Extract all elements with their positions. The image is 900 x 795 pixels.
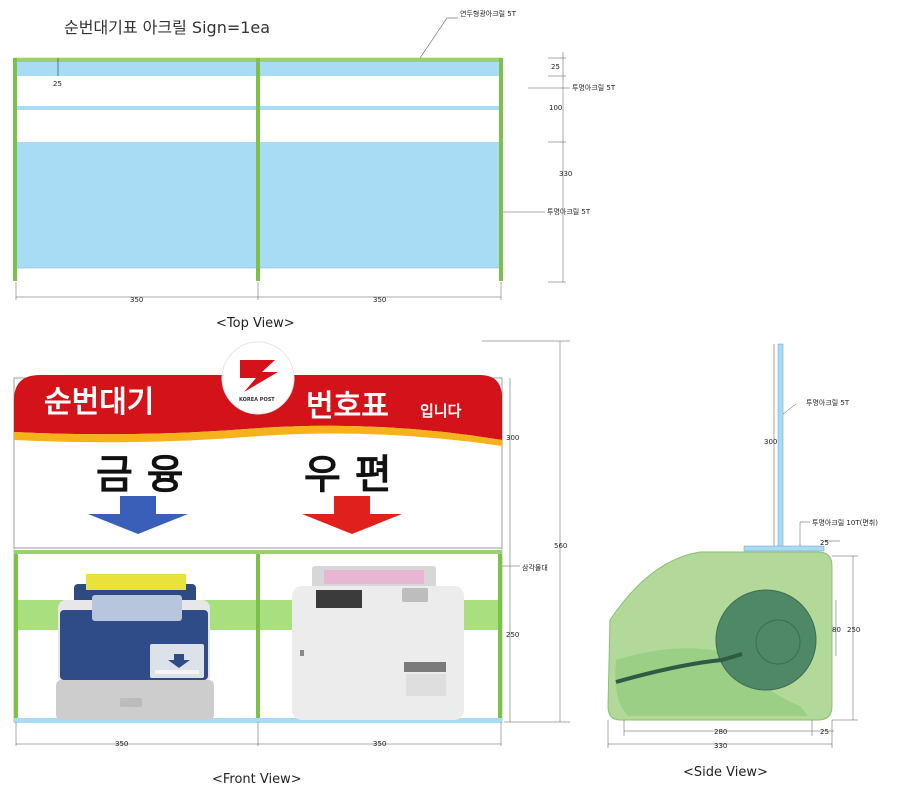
top-green-post-left [13, 58, 17, 281]
ticket-machine-finance [56, 574, 214, 720]
dim-top-100: 100 [549, 104, 562, 112]
front-view-caption: <Front View> [212, 772, 302, 787]
dim-front-350-left: 350 [115, 740, 128, 748]
top-green-post-right [499, 58, 503, 281]
side-view: 300 투명아크릴 5T 투명아크릴 10T(면취) 100 25 80 [607, 343, 878, 750]
front-banner-wave [14, 425, 502, 446]
dim-side-25-top: 25 [820, 539, 829, 547]
front-view: 순번대기 번호표 입니다 KOREA POST 금 융 우 편 [13, 340, 570, 748]
note-top-clear-1: 투명아크릴 5T [572, 83, 616, 92]
note-green-frame: 연두형광아크릴 5T [460, 9, 517, 18]
ticket-machine-postal [292, 566, 464, 720]
dim-side-330: 330 [714, 742, 727, 750]
note-top-clear-2: 투명아크릴 5T [547, 207, 591, 216]
side-feed-arm [615, 652, 743, 684]
dim-front-300: 300 [506, 434, 519, 442]
top-view: 연두형광아크릴 5T 25 25 100 330 투명아크릴 5T 투명아크릴 … [13, 9, 616, 304]
note-triangle-support: 삼각물대 [522, 563, 548, 572]
note-side-clear-bottom: 투명아크릴 10T(면취) [812, 518, 878, 527]
dim-front-350-right: 350 [373, 740, 386, 748]
banner-right-small-text: 입니다 [420, 402, 462, 420]
side-base-plate [743, 545, 825, 552]
label-postal: 우 편 [304, 452, 392, 498]
dim-side-25-bottom: 25 [820, 728, 829, 736]
dim-side-300: 300 [764, 438, 777, 446]
side-acrylic-panel [777, 343, 784, 549]
dim-front-250: 250 [506, 631, 519, 639]
dim-top-25-right: 25 [551, 63, 560, 71]
note-side-clear-top: 투명아크릴 5T [806, 398, 850, 407]
dim-side-250: 250 [847, 626, 860, 634]
arrow-down-red-icon [302, 496, 402, 534]
banner-right-text: 번호표 [306, 389, 389, 424]
dim-top-350-left: 350 [130, 296, 143, 304]
drawing-title: 순번대기표 아크릴 Sign=1ea [64, 18, 271, 37]
front-base-acrylic [14, 718, 502, 723]
front-top-rail [14, 550, 502, 554]
top-view-caption: <Top View> [216, 316, 295, 331]
side-view-caption: <Side View> [683, 765, 768, 780]
side-body-lower [615, 648, 808, 716]
logo-mark-icon [240, 360, 278, 392]
label-finance: 금 융 [96, 452, 184, 498]
arrow-down-blue-icon [88, 496, 188, 534]
dim-side-280: 280 [714, 728, 727, 736]
dim-side-80: 80 [832, 626, 841, 634]
logo-text: KOREA POST [239, 397, 275, 403]
banner-left-text: 순번대기 [44, 385, 154, 420]
front-post-left [14, 550, 18, 722]
top-green-post-mid [256, 58, 260, 281]
front-post-right [498, 550, 502, 722]
front-post-mid [256, 550, 260, 722]
dim-front-560: 560 [554, 542, 567, 550]
side-paper-roll [715, 589, 817, 691]
dim-top-350-right: 350 [373, 296, 386, 304]
dim-top-25-left: 25 [53, 80, 62, 88]
dim-top-330: 330 [559, 170, 572, 178]
